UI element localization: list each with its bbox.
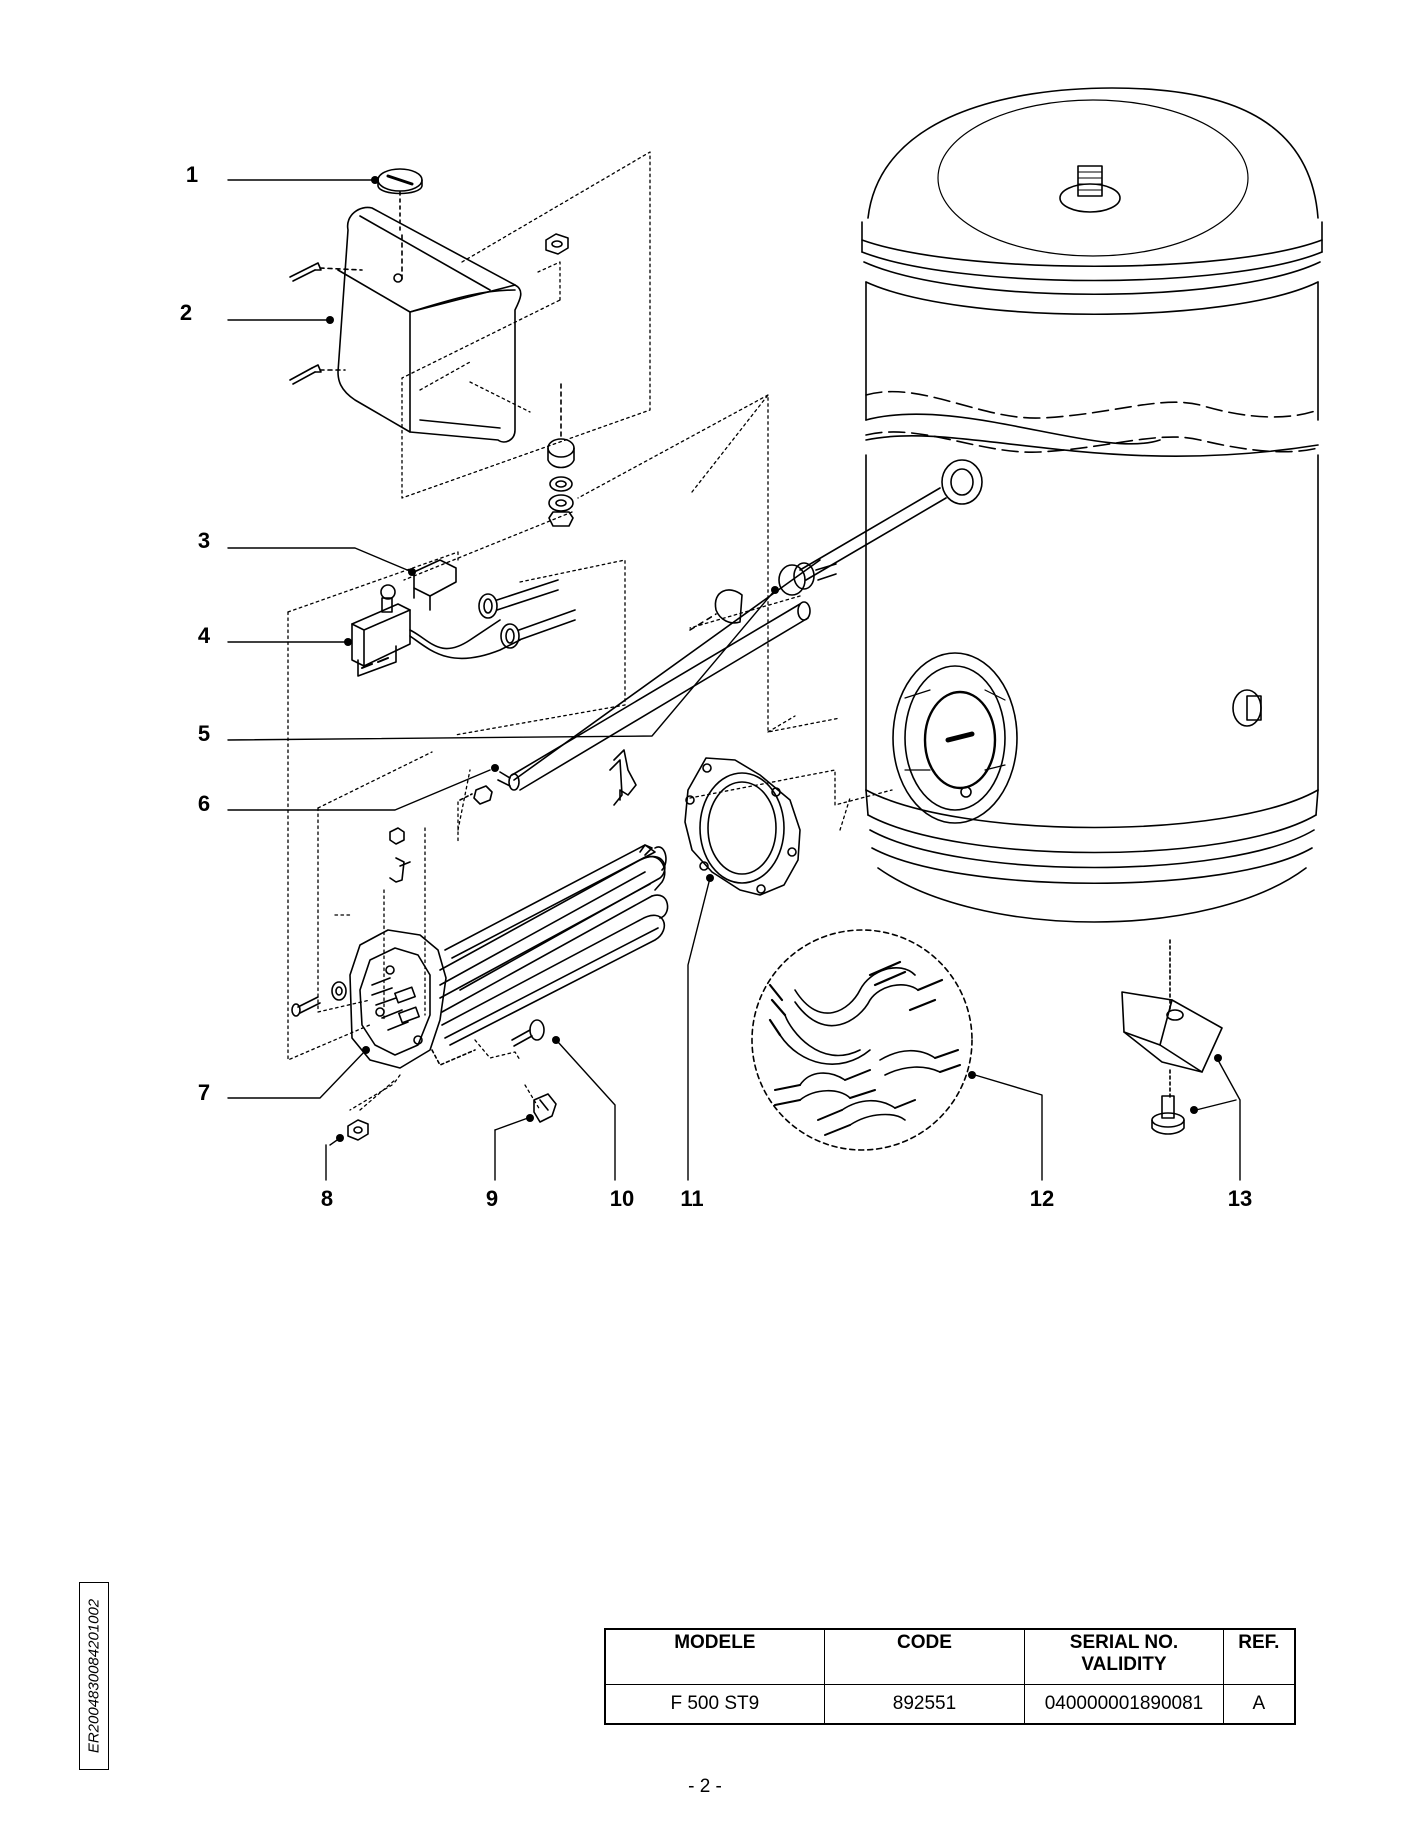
gasket <box>684 757 801 896</box>
callout-9: 9 <box>486 1186 498 1211</box>
tank <box>861 87 1323 1011</box>
callout-4: 4 <box>198 623 211 648</box>
cell-serial: 040000001890081 <box>1024 1684 1224 1725</box>
callout-1: 1 <box>186 162 198 187</box>
page-number: - 2 - <box>688 1776 722 1797</box>
callout-11: 11 <box>680 1186 703 1211</box>
table-header-row: MODELE CODE SERIAL NO. VALIDITY REF. <box>604 1628 1296 1685</box>
callout-12: 12 <box>1030 1186 1054 1211</box>
assembly-dashed-lines <box>287 151 893 1111</box>
foot <box>1121 991 1223 1135</box>
callout-labels: 1 2 3 4 5 6 7 8 9 10 11 12 13 <box>180 162 1252 1211</box>
heating-element <box>291 827 669 1141</box>
wiring-harness <box>751 929 973 1151</box>
anode-rod <box>459 487 947 805</box>
callout-6: 6 <box>198 791 210 816</box>
cable-gland <box>547 383 575 527</box>
model-info-table: MODELE CODE SERIAL NO. VALIDITY REF. F 5… <box>604 1628 1296 1725</box>
leader-lines <box>227 179 1241 1181</box>
thermostat <box>351 559 576 677</box>
clip <box>609 749 637 806</box>
callout-3: 3 <box>198 528 210 553</box>
cover-screws <box>289 233 569 385</box>
cell-code: 892551 <box>823 1684 1026 1725</box>
document-code-box: ER2004830084201002 <box>79 1582 109 1770</box>
callout-5: 5 <box>198 721 210 746</box>
leader-dots <box>326 176 1222 1142</box>
callout-7: 7 <box>198 1080 210 1105</box>
table-row: F 500 ST9 892551 040000001890081 A <box>604 1684 1296 1725</box>
callout-8: 8 <box>321 1186 333 1211</box>
knob <box>377 168 423 231</box>
header-model: MODELE <box>604 1628 825 1685</box>
cell-model: F 500 ST9 <box>604 1684 825 1725</box>
callout-13: 13 <box>1228 1186 1252 1211</box>
header-serial-line1: SERIAL NO. <box>1069 1632 1179 1653</box>
cell-ref: A <box>1222 1684 1296 1725</box>
control-box-cover <box>337 206 522 443</box>
document-code: ER2004830084201002 <box>85 1598 103 1754</box>
header-serial: SERIAL NO. VALIDITY <box>1024 1628 1224 1685</box>
header-serial-line2: VALIDITY <box>1081 1654 1167 1675</box>
header-ref: REF. <box>1222 1628 1296 1685</box>
callout-10: 10 <box>610 1186 634 1211</box>
callout-2: 2 <box>180 300 192 325</box>
header-code: CODE <box>823 1628 1026 1685</box>
